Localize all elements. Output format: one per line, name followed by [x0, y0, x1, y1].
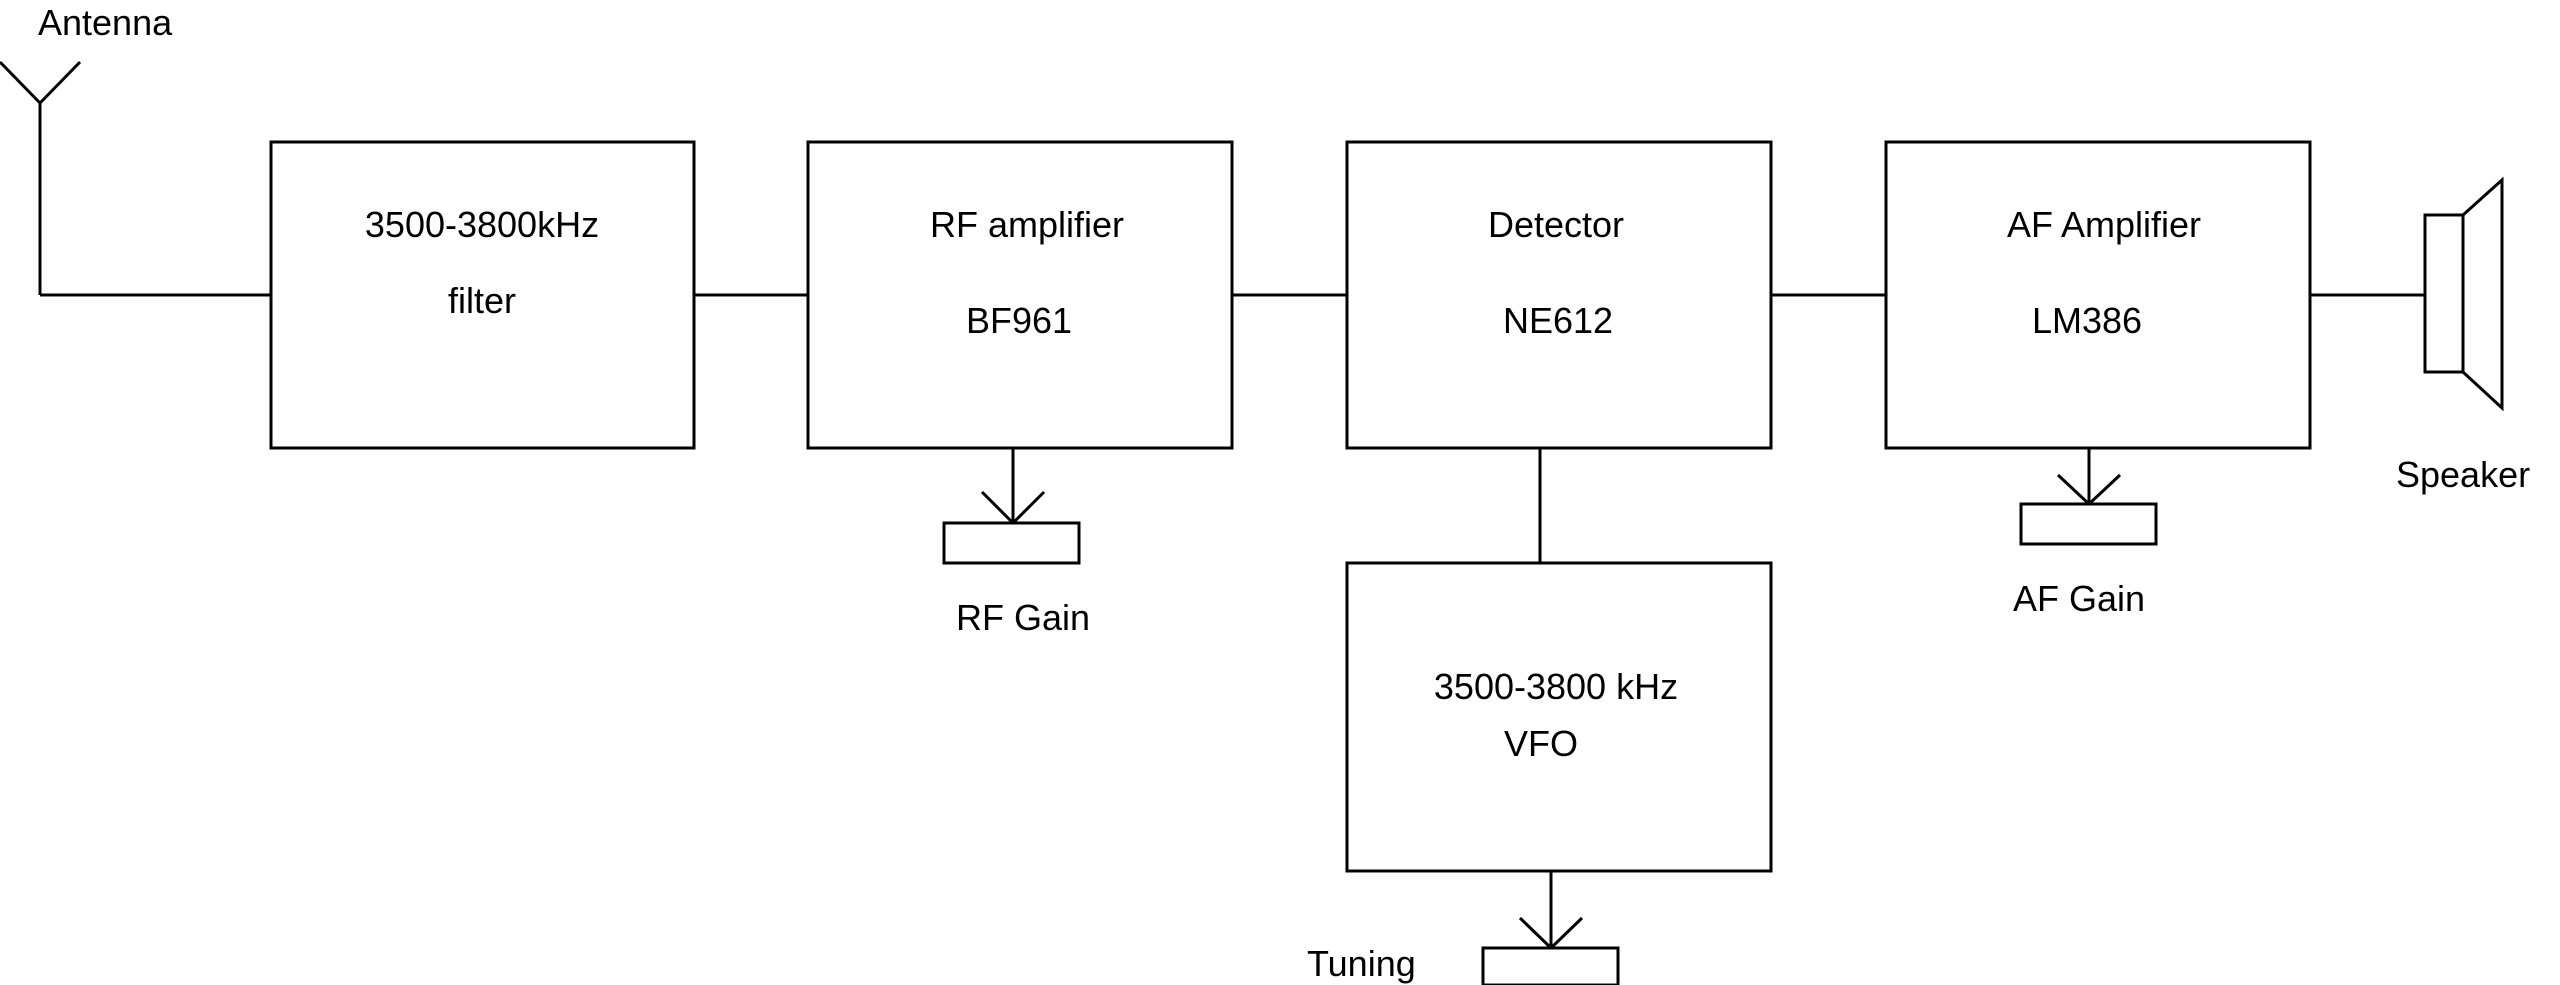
speaker-icon — [2423, 176, 2504, 412]
filter-block-subtitle: filter — [448, 280, 516, 321]
antenna-icon — [0, 60, 82, 295]
vfo-title: 3500-3800 kHz — [1434, 666, 1678, 707]
af-amplifier-block: AF Amplifier LM386 — [1884, 140, 2312, 450]
vfo-block: 3500-3800 kHz VFO — [1345, 561, 1773, 873]
antenna-label: Antenna — [38, 2, 173, 43]
af-amplifier-title: AF Amplifier — [2007, 204, 2201, 245]
filter-block: 3500-3800kHz filter — [269, 140, 696, 450]
rf-gain-label: RF Gain — [956, 597, 1090, 638]
signal-path-wires — [40, 293, 2425, 563]
rf-amplifier-part: BF961 — [966, 300, 1072, 341]
filter-block-title: 3500-3800kHz — [365, 204, 599, 245]
speaker-label: Speaker — [2396, 454, 2530, 495]
detector-block: Detector NE612 — [1345, 140, 1773, 450]
rf-amplifier-block: RF amplifier BF961 — [806, 140, 1234, 450]
af-amplifier-part: LM386 — [2032, 300, 2142, 341]
tuning-label: Tuning — [1307, 943, 1416, 984]
af-gain-knob-icon — [2019, 448, 2158, 546]
detector-part: NE612 — [1503, 300, 1613, 341]
rf-gain-knob-icon — [942, 448, 1081, 565]
rf-amplifier-title: RF amplifier — [930, 204, 1124, 245]
af-gain-label: AF Gain — [2013, 578, 2145, 619]
vfo-subtitle: VFO — [1504, 723, 1578, 764]
tuning-knob-icon — [1481, 871, 1620, 985]
detector-title: Detector — [1488, 204, 1624, 245]
